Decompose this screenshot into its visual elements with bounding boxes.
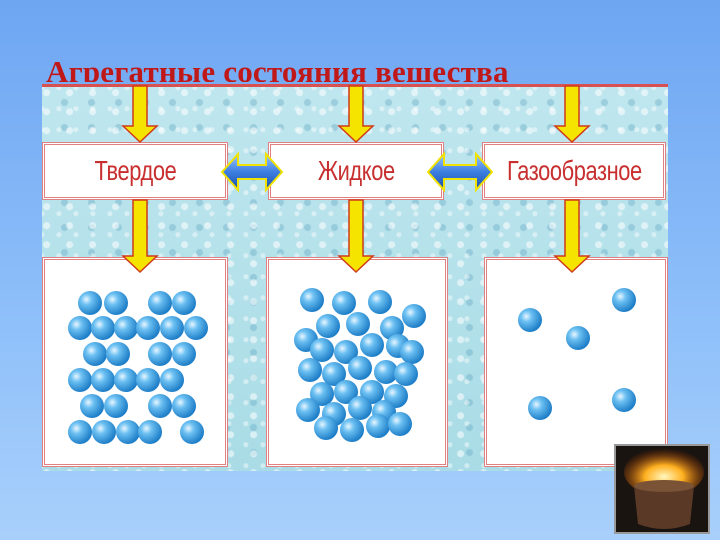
molecule-icon-solid-23 — [172, 394, 196, 418]
molecule-icon-liquid-30 — [388, 412, 412, 436]
molecule-icon-solid-14 — [172, 342, 196, 366]
state-label-solid-text: Твердое — [94, 155, 176, 186]
molecule-icon-liquid-14 — [298, 358, 322, 382]
down-arrow-icon-solid — [121, 199, 159, 274]
molecule-icon-liquid-20 — [334, 380, 358, 404]
page-title: Агрегатные состояния вещества — [46, 54, 509, 82]
molecule-icon-solid-20 — [80, 394, 104, 418]
molecule-icon-solid-5 — [68, 316, 92, 340]
molecule-icon-liquid-6 — [346, 312, 370, 336]
molecule-icon-liquid-23 — [296, 398, 320, 422]
molecule-icon-gas-5 — [612, 388, 636, 412]
molecule-icon-liquid-2 — [332, 291, 356, 315]
molecule-icon-solid-6 — [91, 316, 115, 340]
molecule-icon-solid-3 — [148, 291, 172, 315]
state-label-gas-text: Газообразное — [506, 155, 642, 186]
molecule-icon-gas-3 — [612, 288, 636, 312]
molecule-icon-gas-1 — [518, 308, 542, 332]
molecule-icon-solid-22 — [148, 394, 172, 418]
double-arrow-icon-solid-liquid — [220, 151, 284, 193]
fire-pot-image — [614, 444, 710, 534]
molecule-icon-liquid-10 — [334, 340, 358, 364]
molecule-icon-liquid-13 — [400, 340, 424, 364]
molecule-icon-liquid-17 — [374, 360, 398, 384]
molecule-icon-solid-27 — [138, 420, 162, 444]
molecule-icon-liquid-19 — [310, 382, 334, 406]
particles-box-gas — [484, 257, 668, 467]
molecule-icon-solid-26 — [116, 420, 140, 444]
molecule-icon-solid-1 — [78, 291, 102, 315]
molecule-icon-solid-28 — [180, 420, 204, 444]
molecule-icon-liquid-29 — [366, 414, 390, 438]
molecule-icon-solid-10 — [184, 316, 208, 340]
state-label-solid: Твердое — [42, 142, 228, 200]
down-arrow-icon-liquid — [337, 199, 375, 274]
state-label-gas: Газообразное — [482, 142, 666, 200]
state-label-liquid-text: Жидкое — [317, 155, 395, 186]
molecule-icon-solid-7 — [114, 316, 138, 340]
molecule-icon-liquid-16 — [348, 356, 372, 380]
molecule-icon-liquid-11 — [360, 333, 384, 357]
molecule-icon-liquid-9 — [310, 338, 334, 362]
molecule-icon-liquid-15 — [322, 362, 346, 386]
double-arrow-icon-liquid-gas — [426, 151, 494, 193]
molecule-icon-liquid-27 — [314, 416, 338, 440]
molecule-icon-solid-13 — [148, 342, 172, 366]
molecule-icon-solid-4 — [172, 291, 196, 315]
molecule-icon-solid-12 — [106, 342, 130, 366]
molecule-icon-solid-8 — [136, 316, 160, 340]
molecule-icon-gas-4 — [528, 396, 552, 420]
molecule-icon-solid-24 — [68, 420, 92, 444]
molecule-icon-liquid-25 — [348, 396, 372, 420]
molecule-icon-solid-16 — [91, 368, 115, 392]
molecule-icon-liquid-18 — [394, 362, 418, 386]
down-arrow-icon-liquid-top — [337, 85, 375, 144]
molecule-icon-liquid-3 — [368, 290, 392, 314]
molecule-icon-solid-11 — [83, 342, 107, 366]
down-arrow-icon-gas-top — [553, 85, 591, 144]
molecule-icon-liquid-28 — [340, 418, 364, 442]
molecule-icon-solid-17 — [114, 368, 138, 392]
down-arrow-icon-gas — [553, 199, 591, 274]
molecule-icon-liquid-5 — [316, 314, 340, 338]
down-arrow-icon-solid-top — [121, 85, 159, 144]
molecule-icon-liquid-1 — [300, 288, 324, 312]
state-label-liquid: Жидкое — [268, 142, 444, 200]
molecule-icon-solid-15 — [68, 368, 92, 392]
molecule-icon-solid-9 — [160, 316, 184, 340]
molecule-icon-solid-21 — [104, 394, 128, 418]
molecule-icon-solid-2 — [104, 291, 128, 315]
molecule-icon-gas-2 — [566, 326, 590, 350]
molecule-icon-liquid-4 — [402, 304, 426, 328]
molecule-icon-solid-18 — [136, 368, 160, 392]
molecule-icon-solid-19 — [160, 368, 184, 392]
molecule-icon-solid-25 — [92, 420, 116, 444]
